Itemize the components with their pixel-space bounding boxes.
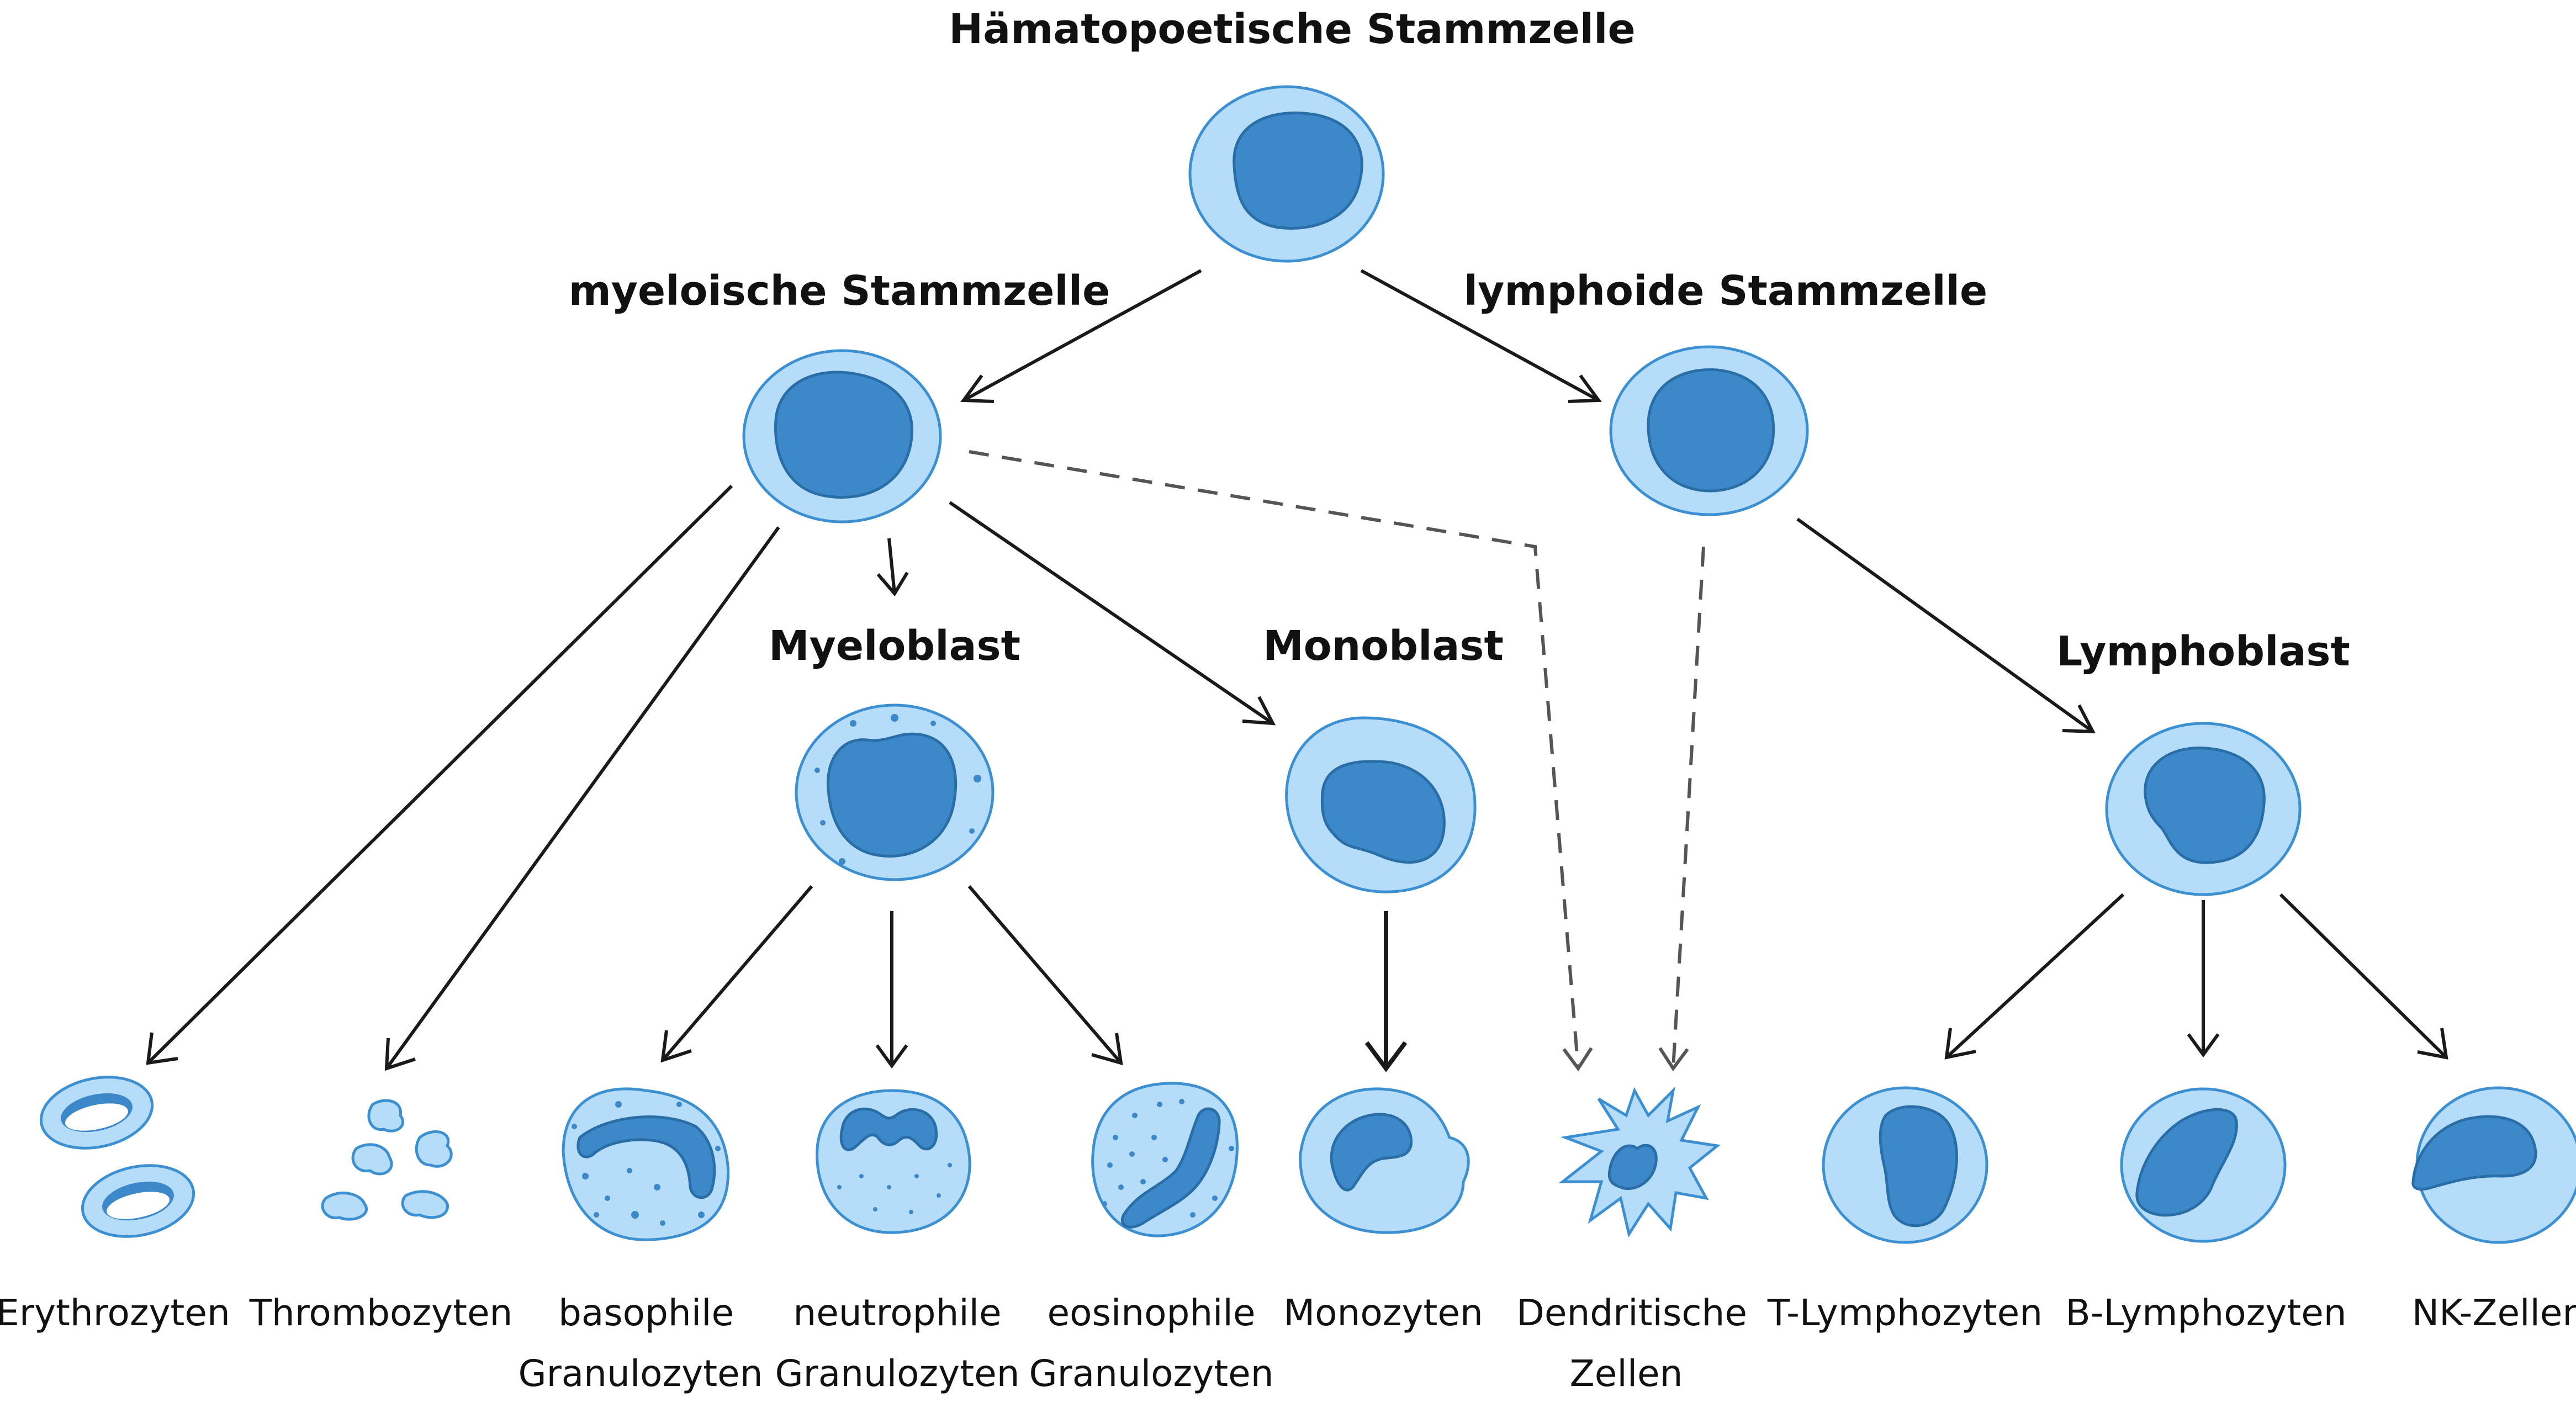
dashed-arrowhead-2 — [1658, 1047, 1689, 1072]
label-myeloid: myeloische Stammzelle — [569, 267, 1110, 315]
label-eosinophil-2: Granulozyten — [1029, 1352, 1273, 1395]
hsc-cell — [1188, 85, 1385, 263]
arrow-myeloid-to-thrombocytes — [385, 526, 780, 1070]
arrow-myeloid-to-monoblast — [949, 501, 1274, 725]
label-lymphoblast: Lymphoblast — [2056, 628, 2350, 675]
neutrophil-granules — [837, 1163, 952, 1214]
label-b-lymphocytes: B-Lymphozyten — [2065, 1292, 2346, 1334]
label-myeloblast: Myeloblast — [769, 622, 1020, 670]
arrowhead-basophil — [660, 1030, 692, 1063]
arrowhead-erythrocytes — [146, 1032, 178, 1065]
arrowhead-neutrophil — [875, 1044, 908, 1069]
arrowhead-hsc-lymphoid — [1568, 374, 1602, 403]
label-basophil-2: Granulozyten — [518, 1352, 763, 1395]
arrow-hsc-to-myeloid — [962, 269, 1202, 402]
arrow-lymphoid-to-lymphoblast — [1796, 517, 2094, 733]
eosinophil-granules — [1102, 1099, 1234, 1218]
basophil-cell — [562, 1087, 730, 1241]
label-monocytes: Monozyten — [1283, 1292, 1483, 1334]
labels: Hämatopoetische Stammzelle myeloische St… — [0, 6, 2576, 1395]
label-neutrophil-1: neutrophile — [793, 1292, 1001, 1334]
dashed-arrowhead-1 — [1562, 1047, 1593, 1072]
neutrophil-cell — [816, 1089, 971, 1234]
arrow-hsc-to-lymphoid — [1360, 269, 1600, 402]
arrow-myeloblast-to-basophil — [661, 885, 813, 1061]
arrowhead-monocytes — [1364, 1041, 1408, 1072]
label-basophil-1: basophile — [558, 1292, 734, 1334]
label-dendritic-2: Zellen — [1570, 1352, 1683, 1395]
arrowhead-hsc-myeloid — [960, 374, 995, 403]
arrowhead-monoblast — [1242, 696, 1276, 726]
arrow-lymphoblast-to-t — [1945, 893, 2125, 1059]
label-neutrophil-2: Granulozyten — [775, 1352, 1019, 1395]
lymphoblast-cell — [2105, 722, 2302, 896]
label-t-lymphocytes: T-Lymphozyten — [1767, 1292, 2043, 1334]
arrow-myeloblast-to-eosinophil — [967, 885, 1123, 1064]
label-eosinophil-1: eosinophile — [1048, 1292, 1256, 1334]
nk-cell — [2411, 1086, 2576, 1244]
dendritic-cell — [1558, 1086, 1721, 1238]
thrombocytes-cells — [321, 1099, 453, 1221]
arrows — [146, 269, 2448, 1072]
arrowhead-myeloblast — [876, 572, 909, 597]
arrowhead-b — [2187, 1033, 2220, 1058]
erythrocytes-cells — [39, 1076, 195, 1238]
label-monoblast: Monoblast — [1263, 622, 1504, 670]
label-hsc: Hämatopoetische Stammzelle — [949, 6, 1635, 53]
arrowhead-lymphoblast — [2062, 704, 2096, 734]
dashed-arrow-lymphoid-to-dendritic — [1672, 546, 1705, 1069]
lymphoid-stem-cell — [1609, 345, 1809, 516]
myeloblast-cell — [795, 703, 995, 881]
b-lymphocyte-cell — [2120, 1087, 2287, 1243]
arrowhead-thrombocytes — [384, 1038, 416, 1071]
arrowhead-t — [1944, 1028, 1976, 1060]
arrow-myeloid-to-erythrocytes — [146, 484, 733, 1065]
basophil-granules — [572, 1101, 721, 1226]
arrowhead-eosinophil — [1091, 1033, 1123, 1066]
monoblast-cell — [1285, 716, 1477, 893]
t-lymphocyte-cell — [1822, 1086, 1988, 1244]
label-nk-cells: NK-Zellen — [2412, 1292, 2576, 1334]
myeloid-stem-cell — [742, 349, 942, 523]
label-thrombocytes: Thrombozyten — [249, 1292, 513, 1334]
arrow-myeloid-to-myeloblast — [887, 538, 896, 594]
label-erythrocytes: Erythrozyten — [0, 1292, 230, 1334]
dashed-arrow-myeloid-to-dendritic — [969, 450, 1580, 1069]
arrowhead-nk — [2417, 1028, 2448, 1060]
myeloblast-dots — [814, 714, 981, 865]
arrow-lymphoblast-to-nk — [2279, 893, 2448, 1059]
monocyte-cell — [1299, 1087, 1470, 1234]
label-dendritic-1: Dendritische — [1516, 1292, 1747, 1334]
label-lymphoid: lymphoide Stammzelle — [1464, 267, 1988, 315]
eosinophil-cell — [1091, 1082, 1239, 1237]
